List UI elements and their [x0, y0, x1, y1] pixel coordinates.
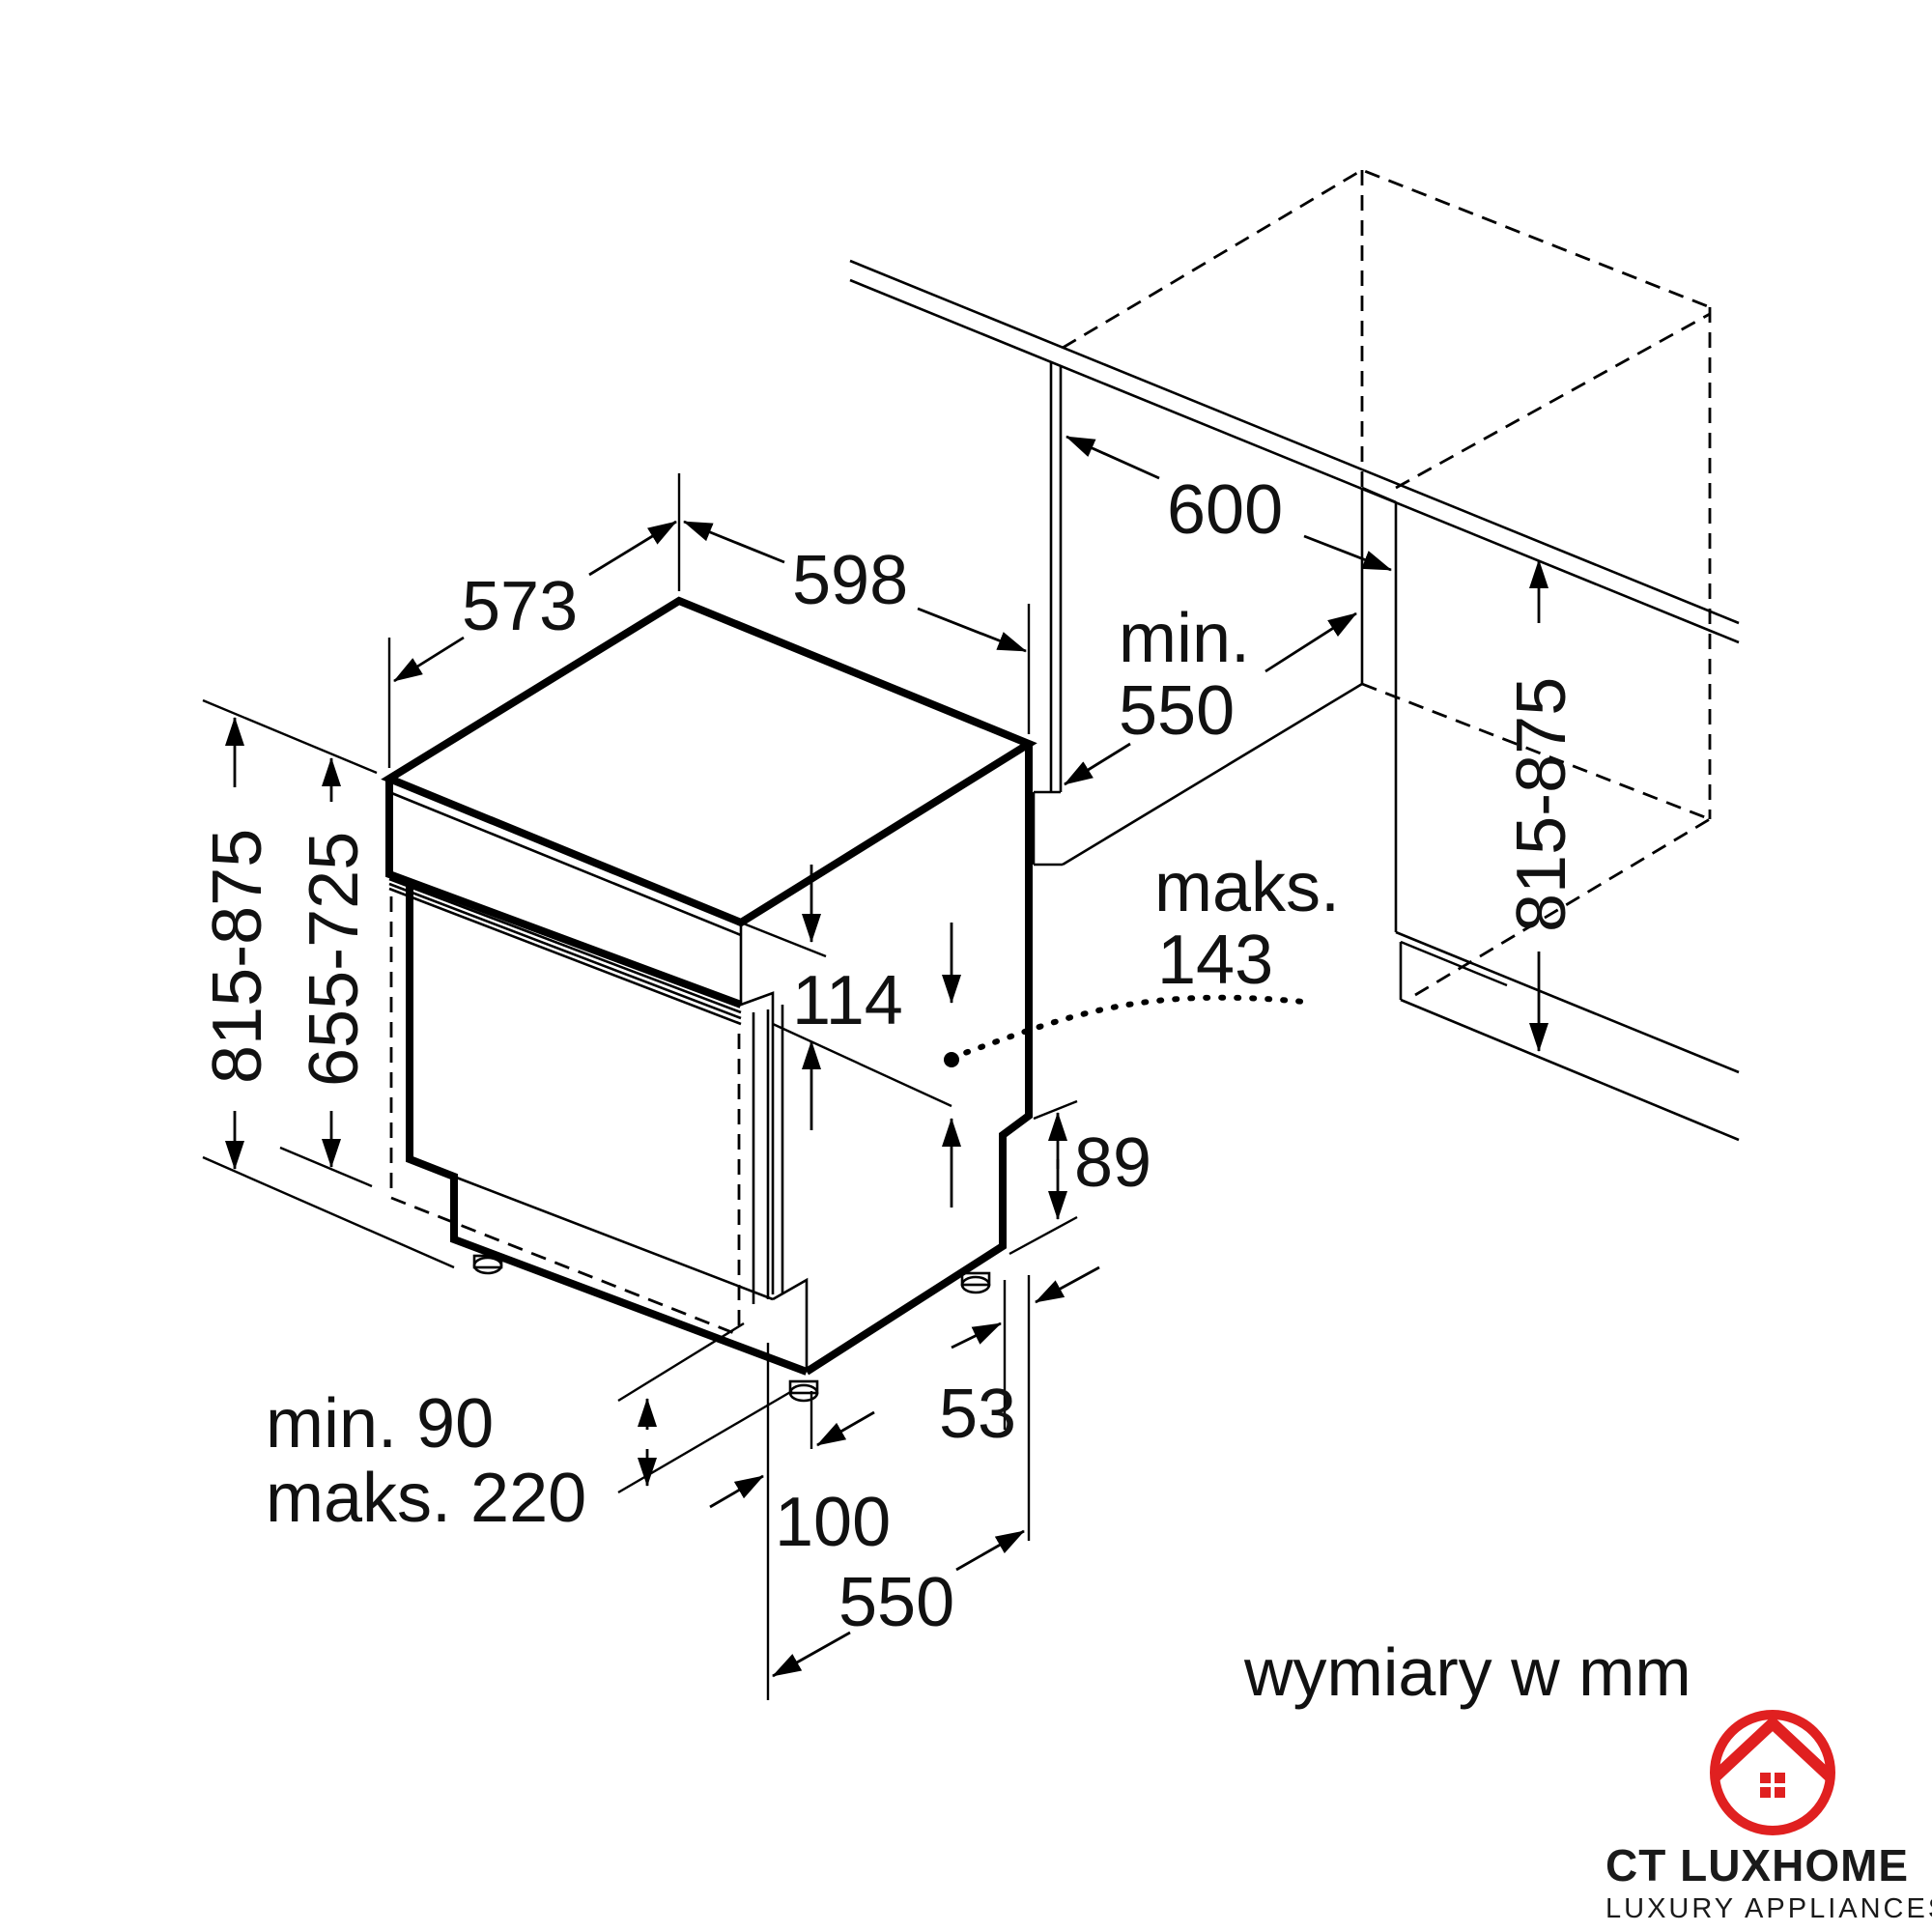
dotted-143-indicator: [949, 994, 1317, 1061]
niche-cabinet: [849, 168, 1740, 1142]
label-plinth-min: min. 90: [266, 1385, 494, 1463]
cabinet-floor-right-dashed: [1414, 817, 1711, 997]
label-maks-143-label: maks.: [1154, 849, 1340, 926]
panel-step: [739, 923, 775, 1294]
logo-window-2: [1775, 1773, 1785, 1783]
label-min-550-min: min.: [1119, 600, 1250, 677]
dishwasher-door: [406, 887, 809, 1376]
control-panel-front: [385, 779, 743, 1009]
panel-line-2: [388, 877, 742, 1014]
ext-114-top: [740, 921, 827, 958]
label-815-875-left: 815-875: [199, 829, 276, 1084]
ext-plinth-bottom: [617, 1389, 793, 1494]
label-53: 53: [939, 1376, 1016, 1453]
logo-window-1: [1760, 1773, 1771, 1783]
niche-right-plinth-bottom: [1400, 998, 1740, 1142]
panel-line-3: [388, 882, 742, 1020]
logo-window-3: [1760, 1787, 1771, 1798]
upper-cabinet-top-dashed: [1062, 168, 1711, 350]
logo-house-roof-icon: [1710, 1715, 1835, 1782]
cabinet-mid-dashed: [1395, 312, 1711, 490]
arrow-573-left: [393, 636, 465, 683]
dishwasher-side: [804, 744, 1033, 1376]
cabinet-floor-dashed: [1361, 682, 1711, 821]
dishwasher-top: [381, 596, 1037, 927]
dishwasher-body: [381, 596, 1317, 1403]
foot-front-right-stem: [788, 1379, 819, 1395]
arrow-598-left: [683, 520, 785, 564]
units-note: wymiary w mm: [1243, 1634, 1691, 1710]
ext-plinth-top: [617, 1321, 745, 1403]
label-598: 598: [792, 542, 908, 619]
brand-logo: CT LUXHOME LUXURY APPLIANCES: [1605, 1710, 1932, 1924]
panel-line-4: [388, 887, 742, 1026]
ext-114-bottom: [772, 1022, 952, 1108]
label-550-depth: 550: [838, 1564, 954, 1641]
arrow-550-left: [772, 1631, 851, 1678]
ext-815-right-bottom: [1400, 940, 1508, 987]
arrow-573-right: [588, 520, 677, 577]
foot-front-left-stem: [472, 1254, 503, 1269]
niche-right-plinth-top: [1395, 930, 1740, 1074]
arrow-min550-left: [1064, 742, 1131, 786]
label-114: 114: [792, 962, 903, 1039]
ext-815-left-top: [202, 698, 378, 775]
countertop-top-line: [849, 259, 1740, 625]
door-bottom-line: [453, 1175, 774, 1301]
label-min-550-val: 550: [1119, 672, 1235, 750]
logo-text: CT LUXHOME: [1605, 1840, 1909, 1890]
label-89: 89: [1074, 1124, 1151, 1202]
arrow-598-right: [917, 607, 1027, 653]
arrow-100-right: [816, 1410, 875, 1447]
arrow-600-right: [1303, 534, 1392, 572]
dimension-labels: 598 573 600 min. 550 maks. 143 114 89 53…: [199, 471, 1691, 1710]
label-600: 600: [1167, 471, 1283, 549]
arrow-53-left: [951, 1321, 1002, 1350]
arrow-53-right: [1035, 1265, 1100, 1304]
label-573: 573: [462, 568, 578, 645]
arrow-600-left: [1065, 435, 1160, 480]
arrow-550-right: [955, 1529, 1025, 1572]
arrow-100-left: [709, 1474, 764, 1509]
niche-floor-back-line: [1062, 682, 1363, 867]
logo-tagline: LUXURY APPLIANCES: [1605, 1893, 1932, 1924]
niche-right-panel-top: [1361, 486, 1397, 504]
ext-89-top: [1033, 1099, 1078, 1121]
label-100: 100: [775, 1484, 891, 1561]
foot-back-right-stem: [960, 1271, 991, 1287]
label-plinth-max: maks. 220: [266, 1460, 586, 1537]
foot-front-left: [472, 1256, 503, 1275]
countertop-bottom-line: [849, 278, 1740, 644]
label-maks-143-val: 143: [1157, 922, 1273, 999]
ext-89-bottom: [1009, 1215, 1078, 1256]
ext-815-left-bottom: [202, 1155, 455, 1269]
label-655-725: 655-725: [296, 832, 373, 1087]
arrow-min550-right: [1264, 611, 1357, 673]
dimension-lines: [202, 435, 1548, 1700]
dotted-143-dot: [944, 1052, 959, 1067]
logo-house-body: [1750, 1768, 1795, 1808]
logo-window-4: [1775, 1787, 1785, 1798]
label-815-875-right: 815-875: [1503, 677, 1580, 932]
panel-line-1: [388, 790, 742, 937]
door-plinth-corner: [772, 1277, 809, 1372]
front-panel-dashed: [389, 896, 740, 1337]
ext-655-bottom: [279, 1146, 373, 1188]
